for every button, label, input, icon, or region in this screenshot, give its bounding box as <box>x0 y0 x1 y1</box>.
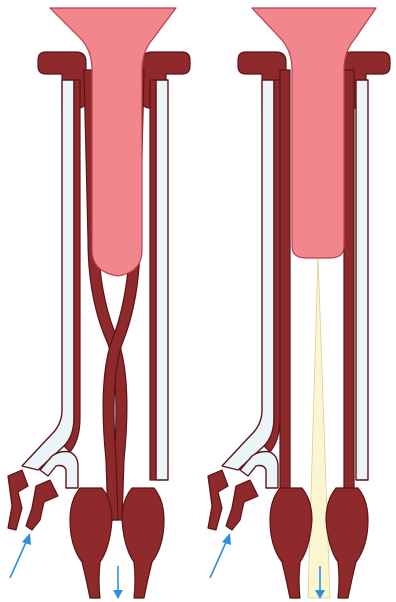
inlet-left-piece <box>8 470 28 530</box>
inflow-arrow-icon <box>10 533 31 578</box>
left-bulb <box>70 488 112 598</box>
outflow-arrow-icon <box>113 566 123 599</box>
right-straight-wall <box>344 70 354 488</box>
panel-closed-state <box>0 0 198 602</box>
left-straight-wall <box>280 70 290 488</box>
right-duct <box>156 80 168 480</box>
inlet-left-piece <box>208 470 228 530</box>
inlet-right-piece <box>226 480 258 530</box>
left-duct <box>222 80 274 470</box>
inflow-arrow-icon <box>210 533 231 578</box>
right-bulb <box>122 488 164 598</box>
panel-open-svg <box>198 0 396 602</box>
panel-closed-svg <box>0 0 198 602</box>
right-wall-strip <box>150 80 156 480</box>
left-duct <box>22 80 74 470</box>
panel-open-state <box>198 0 396 602</box>
inlet-right-piece <box>26 480 58 530</box>
right-duct <box>356 80 368 480</box>
right-bulb <box>326 488 368 598</box>
flow-stream <box>308 256 330 598</box>
left-bulb <box>270 488 312 598</box>
